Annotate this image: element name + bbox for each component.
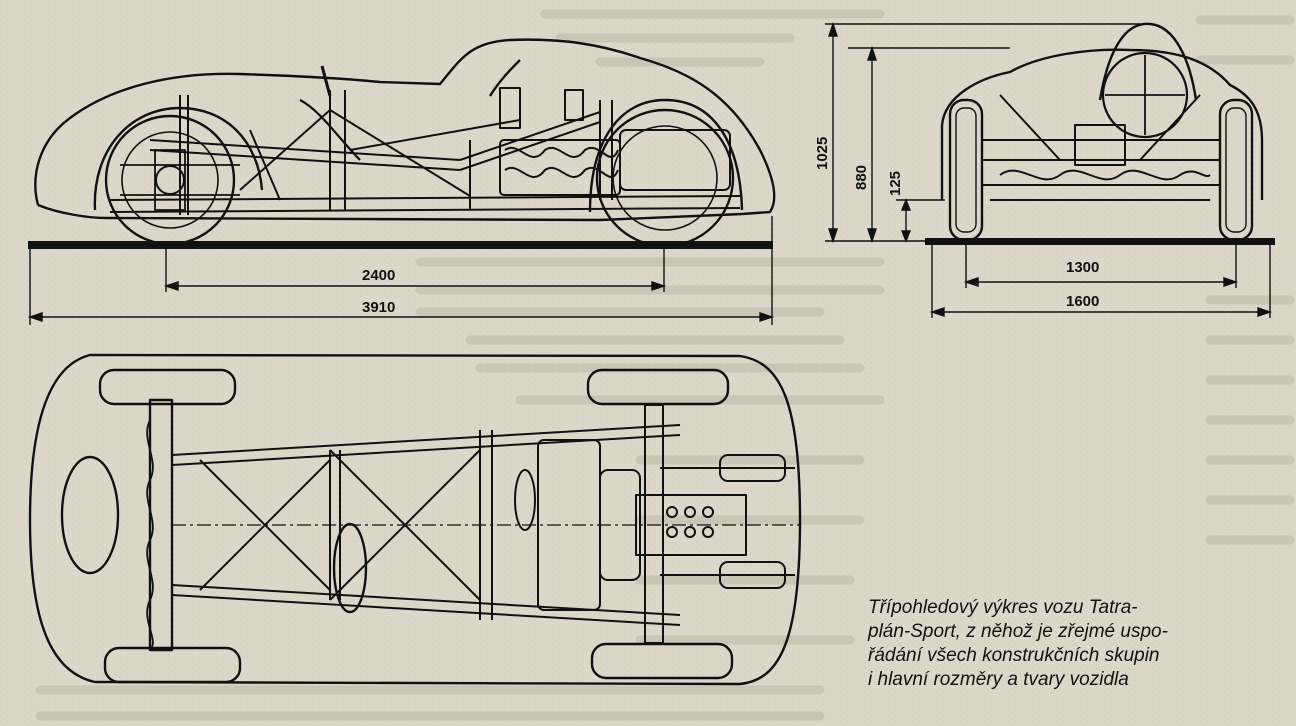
height-total-label: 1025 [814, 137, 831, 170]
top-rear-axle [644, 404, 664, 644]
front-body-outline [940, 48, 1264, 200]
front-suspension [982, 94, 1220, 201]
side-engine [499, 87, 731, 196]
top-engine [514, 439, 795, 611]
front-dimensions [825, 21, 1273, 318]
height-body-label: 880 [853, 165, 870, 190]
wheelbase-label: 2400 [362, 267, 395, 284]
front-ground-line [925, 238, 1275, 245]
caption-line-3: řádání všech konstrukčních skupin [868, 645, 1160, 666]
top-view [28, 353, 802, 686]
clearance-label: 125 [887, 171, 904, 196]
rear-wheel-tyre [595, 108, 735, 248]
caption-line-1: Třípohledový výkres vozu Tatra- [868, 597, 1138, 618]
front-axle-detail [120, 149, 240, 211]
front-wheel-hub [155, 165, 185, 195]
figure-caption: Třípohledový výkres vozu Tatra- plán-Spo… [868, 596, 1288, 692]
ground-line [28, 241, 773, 249]
rear-wheel-arch [588, 98, 744, 213]
steering-column [299, 99, 361, 161]
front-view [925, 22, 1275, 245]
top-steering-wheel [332, 522, 368, 614]
top-tube-frame [171, 424, 800, 626]
side-view [28, 38, 776, 249]
front-steering-wheel [1101, 51, 1189, 139]
front-wheel-rim [121, 131, 219, 229]
side-body-outline [34, 38, 776, 216]
side-body-bottom [37, 203, 743, 222]
top-body-outline [28, 353, 802, 686]
top-front-left-wheel [98, 368, 237, 406]
top-front-oval [60, 455, 120, 575]
front-left-wheel [948, 98, 984, 242]
front-rollbar [1098, 22, 1198, 101]
steering-wheel-side [320, 65, 332, 97]
track-label: 1300 [1066, 259, 1099, 276]
side-dimensions [27, 216, 775, 325]
length-label: 3910 [362, 299, 395, 316]
front-right-wheel [1218, 98, 1254, 242]
front-wheel-tyre [104, 114, 236, 246]
caption-line-4: i hlavní rozměry a tvary vozidla [868, 669, 1129, 690]
background-text-lines [35, 9, 1295, 721]
width-label: 1600 [1066, 293, 1099, 310]
caption-line-2: plán-Sport, z něhož je zřejmé uspo- [868, 621, 1168, 642]
